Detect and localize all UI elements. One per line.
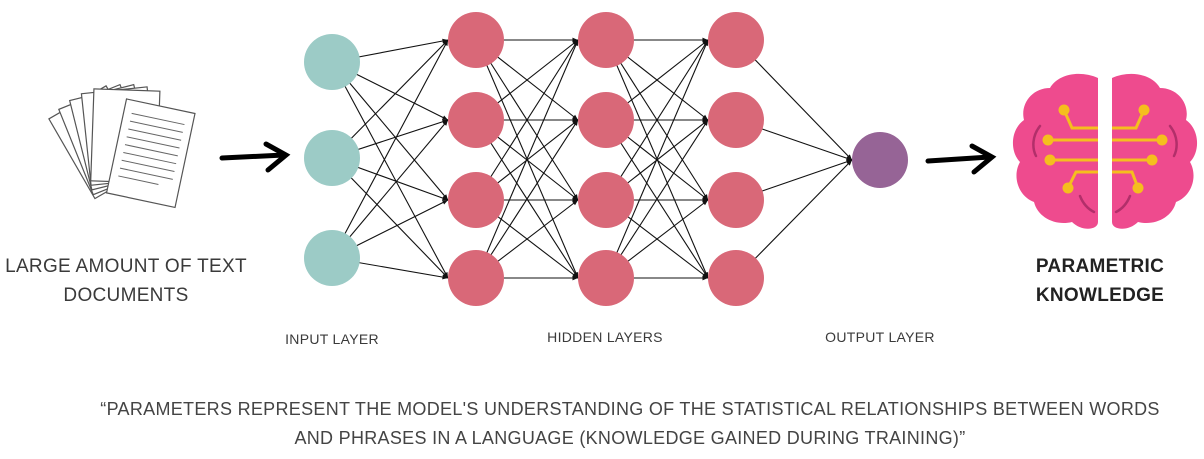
hidden-1-node-3 xyxy=(448,172,504,228)
edge-arrowhead xyxy=(702,200,708,206)
hidden-2-node-4 xyxy=(578,250,634,306)
hidden-1-node-4 xyxy=(448,250,504,306)
input-node-3 xyxy=(304,230,360,286)
edge-arrowhead xyxy=(846,155,852,161)
edge-arrowhead xyxy=(442,200,448,205)
edge-arrowhead xyxy=(442,274,448,280)
documents-stack-icon xyxy=(48,83,196,209)
edge-arrowhead xyxy=(573,40,578,46)
network-edge xyxy=(331,119,449,259)
input-node-2 xyxy=(304,130,360,186)
edge-arrowhead xyxy=(703,40,708,46)
edge-arrowhead xyxy=(573,120,578,126)
network-edge xyxy=(605,39,709,279)
network-edge xyxy=(475,39,579,201)
edge-arrowhead xyxy=(702,275,708,281)
arrow-right-icon-2 xyxy=(925,143,997,175)
input-layer-label: INPUT LAYER xyxy=(285,331,379,347)
edge-arrowhead xyxy=(572,200,578,206)
hidden-3-node-2 xyxy=(708,92,764,148)
network-edge xyxy=(331,61,449,279)
network-edge xyxy=(331,39,449,259)
edge-arrowhead xyxy=(442,120,448,126)
edge-arrowhead xyxy=(846,160,852,166)
network-edge xyxy=(475,39,579,279)
network-edge xyxy=(331,61,449,201)
hidden-2-node-2 xyxy=(578,92,634,148)
hidden-3-node-3 xyxy=(708,172,764,228)
edge-arrowhead xyxy=(442,115,448,120)
edge-arrowhead xyxy=(846,154,852,160)
edge-arrowhead xyxy=(703,120,708,126)
hidden-3-node-4 xyxy=(708,250,764,306)
hidden-3-node-1 xyxy=(708,12,764,68)
hidden-1-node-1 xyxy=(448,12,504,68)
network-edge xyxy=(605,39,709,201)
hidden-1-node-2 xyxy=(448,92,504,148)
output-node-1 xyxy=(852,132,908,188)
network-nodes xyxy=(304,12,908,306)
hidden-layers-label: HIDDEN LAYERS xyxy=(547,329,663,345)
output-layer-label: OUTPUT LAYER xyxy=(825,329,935,345)
edge-arrowhead xyxy=(443,40,448,46)
network-edge xyxy=(605,119,709,279)
documents-label: LARGE AMOUNT OF TEXT DOCUMENTS xyxy=(5,256,247,306)
edge-arrowhead xyxy=(442,195,448,201)
network-edges xyxy=(331,37,853,281)
arrow-right-icon xyxy=(219,141,291,173)
network-edge xyxy=(475,119,579,279)
edge-arrowhead xyxy=(572,275,578,281)
hidden-2-node-3 xyxy=(578,172,634,228)
quote-caption: “PARAMETERS REPRESENT THE MODEL'S UNDERS… xyxy=(100,399,1160,448)
hidden-2-node-1 xyxy=(578,12,634,68)
brain-circuit-icon xyxy=(1012,73,1198,229)
parametric-knowledge-label: PARAMETRIC KNOWLEDGE xyxy=(1035,256,1165,306)
edge-arrowhead xyxy=(442,194,448,200)
edge-arrowhead xyxy=(442,272,448,278)
input-node-1 xyxy=(304,34,360,90)
